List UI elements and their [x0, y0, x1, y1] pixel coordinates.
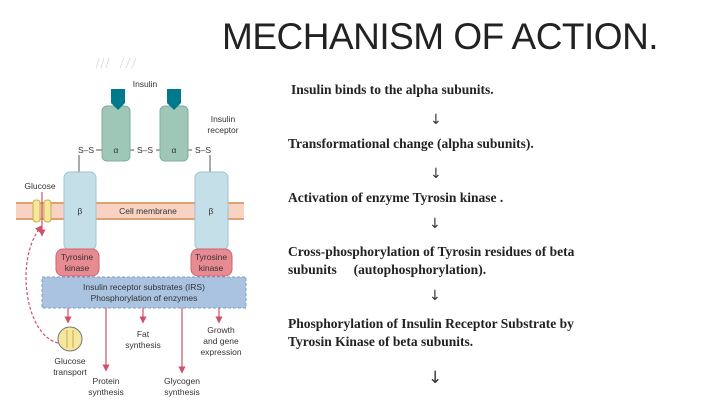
- down-arrow-icon: ↓: [430, 112, 442, 128]
- glycogen-synthesis-label: synthesis: [164, 387, 199, 397]
- beta-label: β: [209, 206, 214, 216]
- tyrosine-kinase-label: Tyrosine: [61, 252, 93, 262]
- insulin-label: Insulin: [133, 79, 158, 89]
- pathway-arrows: [25, 225, 223, 374]
- protein-synthesis-label: synthesis: [88, 387, 123, 397]
- alpha-label: α: [172, 145, 177, 155]
- beta-label: β: [78, 206, 83, 216]
- growth-label: expression: [200, 347, 241, 357]
- alpha-label: α: [114, 145, 119, 155]
- glucose-transport-vesicle: [57, 326, 83, 352]
- insulin-receptor-diagram: Cell membrane Glucose β β α α S–S S–S S–…: [16, 57, 247, 397]
- decorative-marks: [95, 57, 137, 69]
- growth-label: Growth: [207, 325, 235, 335]
- down-arrow-icon: ↓: [428, 368, 443, 388]
- glucose-transport-label: Glucose: [54, 356, 85, 366]
- slide-title: MECHANISM OF ACTION.: [222, 16, 659, 57]
- tyrosine-kinase-label: kinase: [199, 263, 224, 273]
- insulin-molecule: [167, 89, 181, 110]
- cell-membrane-label: Cell membrane: [119, 206, 177, 216]
- tyrosine-kinase-label: kinase: [65, 263, 90, 273]
- insulin-receptor-label: Insulin: [211, 114, 236, 124]
- irs-label: Phosphorylation of enzymes: [91, 293, 198, 303]
- glucose-transport-label: transport: [53, 367, 87, 377]
- down-arrow-icon: ↓: [430, 166, 442, 182]
- step-4: Cross-phosphorylation of Tyrosin residue…: [288, 244, 575, 277]
- glucose-label: Glucose: [24, 181, 55, 191]
- step-3: Activation of enzyme Tyrosin kinase .: [288, 190, 504, 205]
- disulfide-label: S–S: [78, 145, 94, 155]
- insulin-molecule: [111, 89, 125, 110]
- disulfide-label: S–S: [195, 145, 211, 155]
- glucose-channel: [32, 192, 52, 237]
- down-arrow-icon: ↓: [429, 216, 441, 232]
- glycogen-synthesis-label: Glycogen: [164, 376, 200, 386]
- step-5: Phosphorylation of Insulin Receptor Subs…: [288, 316, 574, 349]
- down-arrow-icon: ↓: [429, 288, 441, 304]
- tyrosine-kinase-left: [55, 248, 100, 277]
- tyrosine-kinase-label: Tyrosine: [195, 252, 227, 262]
- disulfide-label: S–S: [137, 145, 153, 155]
- irs-label: Insulin receptor substrates (IRS): [83, 282, 205, 292]
- fat-synthesis-label: Fat: [137, 329, 150, 339]
- irs-box: [41, 276, 247, 309]
- tyrosine-kinase-right: [190, 248, 233, 277]
- fat-synthesis-label: synthesis: [125, 340, 160, 350]
- step-1: Insulin binds to the alpha subunits.: [291, 82, 494, 97]
- step-2: Transformational change (alpha subunits)…: [288, 136, 534, 151]
- insulin-receptor-label: receptor: [207, 125, 238, 135]
- protein-synthesis-label: Protein: [93, 376, 120, 386]
- growth-label: and gene: [203, 336, 239, 346]
